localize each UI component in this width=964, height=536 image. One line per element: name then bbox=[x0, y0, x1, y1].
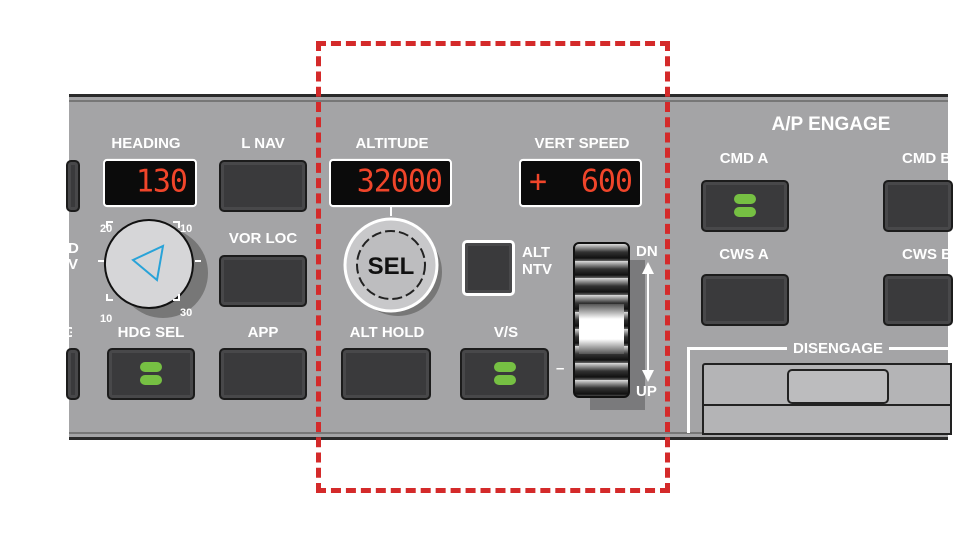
altitude-sel-knob[interactable]: SEL bbox=[340, 214, 450, 324]
cws-b-label: CWS B bbox=[902, 246, 948, 263]
disengage-button[interactable] bbox=[787, 369, 889, 404]
vs-label: V/S bbox=[493, 324, 519, 341]
app-label: APP bbox=[247, 324, 279, 341]
disengage-bar[interactable] bbox=[702, 363, 952, 435]
heading-knob[interactable]: 20 10 10 30 bbox=[95, 210, 215, 325]
cws-a-button[interactable] bbox=[701, 274, 789, 326]
led-indicator bbox=[493, 362, 516, 386]
alt-hold-button[interactable] bbox=[341, 348, 431, 400]
vs-thumbwheel[interactable] bbox=[573, 242, 630, 398]
knob-mark: 10 bbox=[180, 223, 192, 235]
tick bbox=[390, 206, 392, 216]
cmd-b-label: CMD B bbox=[902, 150, 948, 167]
cws-b-button[interactable] bbox=[883, 274, 953, 326]
altitude-label: ALTITUDE bbox=[355, 135, 429, 152]
led-indicator bbox=[140, 362, 162, 386]
lnav-label: L NAV bbox=[241, 135, 285, 152]
partial-button[interactable] bbox=[66, 160, 80, 212]
ap-engage-title: A/P ENGAGE bbox=[771, 114, 891, 135]
alt-ntv-button[interactable] bbox=[462, 240, 515, 296]
cmd-b-button[interactable] bbox=[883, 180, 953, 232]
vert-speed-label: VERT SPEED bbox=[534, 135, 630, 152]
heading-label: HEADING bbox=[111, 135, 181, 152]
vs-dash: – bbox=[556, 360, 565, 377]
cmd-a-button[interactable] bbox=[701, 180, 789, 232]
led-indicator bbox=[734, 194, 756, 218]
up-down-arrow-icon bbox=[642, 262, 654, 382]
heading-pointer-icon bbox=[131, 244, 165, 282]
highlight-box bbox=[316, 41, 670, 493]
vert-speed-display: +600 bbox=[519, 158, 642, 208]
dn-label: DN bbox=[636, 243, 658, 260]
knob-mark: 20 bbox=[100, 223, 112, 235]
partial-label: G bbox=[64, 324, 72, 341]
sel-label: SEL bbox=[368, 253, 415, 280]
hdgsel-button[interactable] bbox=[107, 348, 195, 400]
vorloc-label: VOR LOC bbox=[228, 230, 298, 247]
up-label: UP bbox=[636, 383, 657, 400]
lnav-button[interactable] bbox=[219, 160, 307, 212]
hdgsel-label: HDG SEL bbox=[117, 324, 185, 341]
vs-button[interactable] bbox=[460, 348, 549, 400]
knob-mark: 30 bbox=[180, 307, 192, 319]
knob-mark: 10 bbox=[100, 313, 112, 325]
disengage-label: DISENGAGE bbox=[786, 340, 890, 357]
cmd-a-label: CMD A bbox=[719, 150, 769, 167]
app-button[interactable] bbox=[219, 348, 307, 400]
alt-hold-label: ALT HOLD bbox=[349, 324, 425, 341]
partial-button[interactable] bbox=[66, 348, 80, 400]
cws-a-label: CWS A bbox=[719, 246, 769, 263]
heading-display: 130 bbox=[103, 158, 197, 208]
vorloc-button[interactable] bbox=[219, 255, 307, 307]
